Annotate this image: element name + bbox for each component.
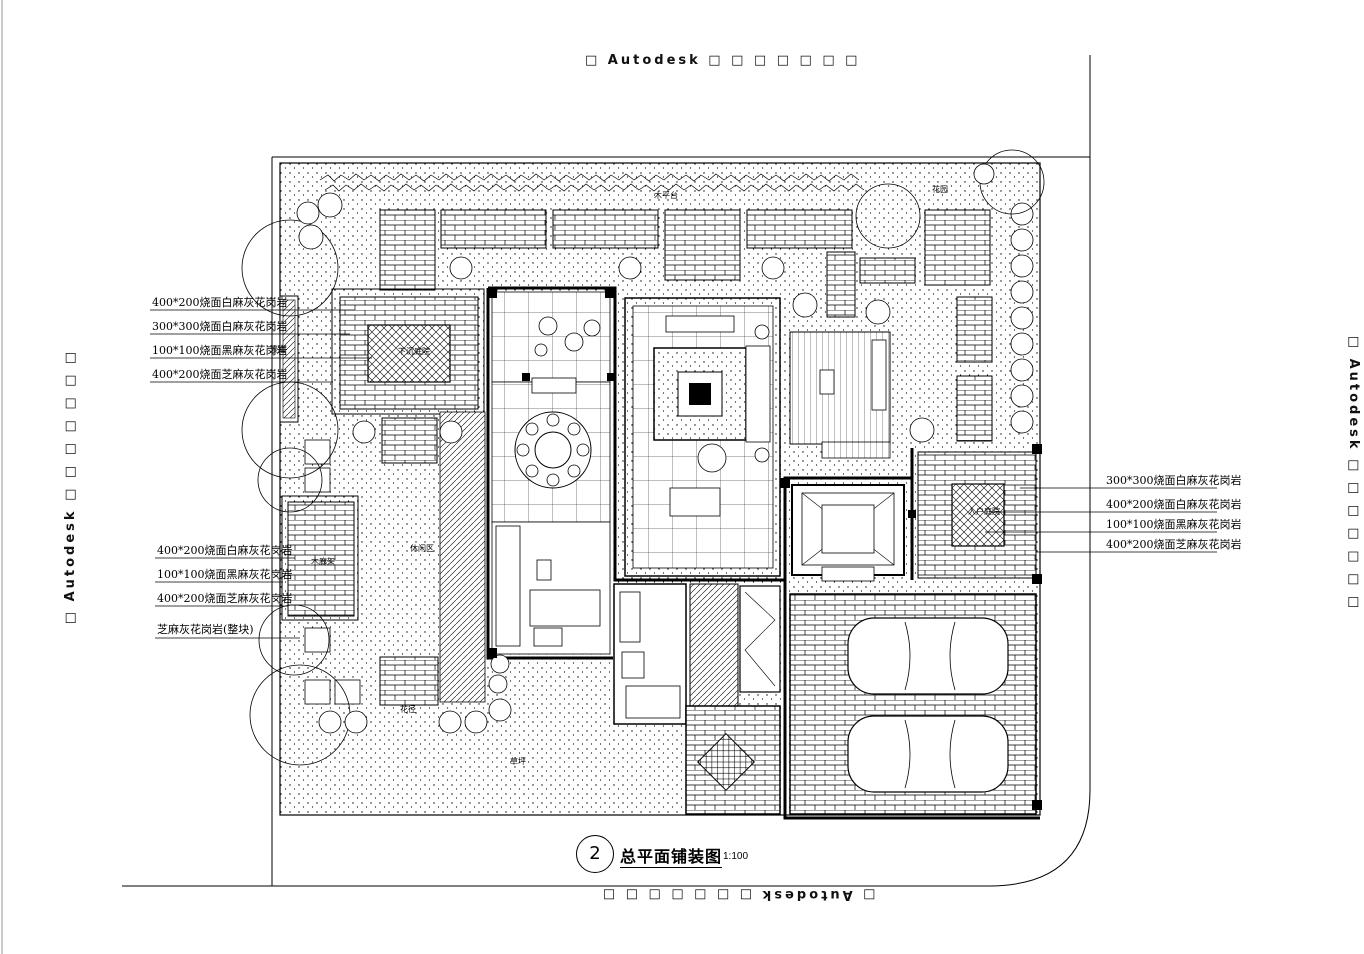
annotation-left-lower-4: 芝麻灰花岗岩(整块) — [157, 623, 254, 636]
annotation-left-upper-4: 400*200烧面芝麻灰花岗岩 — [152, 368, 288, 381]
drawing-number: 2 — [576, 835, 614, 873]
annotation-right-1: 300*300烧面白麻灰花岗岩 — [1106, 474, 1242, 487]
label-sunken-court: 下沉庭院 — [398, 347, 430, 356]
label-wood-platform: 木平台 — [654, 191, 678, 200]
label-garden: 花园 — [932, 185, 948, 194]
watermark-top: □ Autodesk □ □ □ □ □ □ □ — [585, 53, 861, 68]
annotation-right-3: 100*100烧面黑麻灰花岗岩 — [1106, 518, 1242, 531]
annotation-left-lower-2: 100*100烧面黑麻灰花岗岩 — [157, 568, 293, 581]
label-entry-court: 入户庭院 — [968, 507, 1000, 516]
annotation-left-lower-3: 400*200烧面芝麻灰花岗岩 — [157, 592, 293, 605]
watermark-right: □ Autodesk □ □ □ □ □ □ □ — [1346, 335, 1362, 612]
annotation-right-2: 400*200烧面白麻灰花岗岩 — [1106, 498, 1242, 511]
annotation-left-upper-3: 100*100烧面黑麻灰花岗岩 — [152, 344, 288, 357]
label-lawn: 草坪 — [510, 757, 526, 766]
annotation-left-upper-2: 300*300烧面白麻灰花岗岩 — [152, 320, 288, 333]
label-water-wall: 景墙 — [270, 345, 286, 354]
label-wood-deck: 木廊架 — [311, 557, 335, 566]
annotation-left-upper-1: 400*200烧面白麻灰花岗岩 — [152, 296, 288, 309]
label-leisure: 休闲区 — [410, 544, 434, 553]
annotation-left-lower-1: 400*200烧面白麻灰花岗岩 — [157, 544, 293, 557]
drawing-scale: 1:100 — [723, 851, 749, 862]
watermark-left: □ Autodesk □ □ □ □ □ □ □ — [63, 348, 79, 625]
label-garden-path: 花径 — [400, 705, 416, 714]
watermark-bottom: □ Autodesk □ □ □ □ □ □ □ — [600, 887, 876, 902]
drawing-title: 总平面铺装图 — [620, 843, 723, 868]
annotation-right-4: 400*200烧面芝麻灰花岗岩 — [1106, 538, 1242, 551]
